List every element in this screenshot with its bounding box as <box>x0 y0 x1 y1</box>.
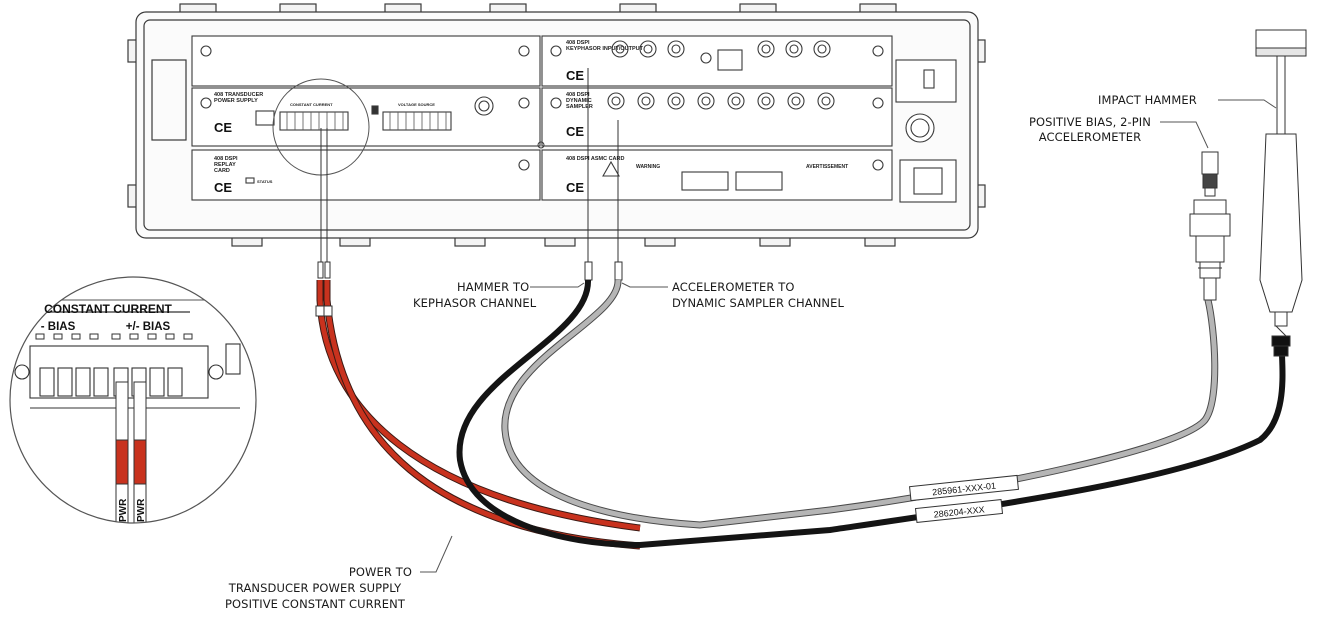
replay-title-line1: 408 DSPI <box>214 156 238 162</box>
label-power-line1: POWER TO <box>348 565 412 579</box>
gray-accel-cable <box>501 279 1219 529</box>
cable-leads <box>320 68 619 262</box>
asmc-title: 408 DSPI ASMC CARD <box>566 156 625 162</box>
black-hammer-cable <box>456 279 1286 549</box>
label-accel-line1: POSITIVE BIAS, 2-PIN <box>1028 115 1152 129</box>
replay-title-line2: REPLAY <box>214 162 236 168</box>
leader-lines <box>420 99 1277 573</box>
label-power-line2: TRANSDUCER POWER SUPPLY <box>228 581 402 595</box>
impact-hammer <box>1255 29 1307 357</box>
label-impact-hammer: IMPACT HAMMER <box>1098 93 1197 107</box>
label-power-line3: POSITIVE CONSTANT CURRENT <box>225 597 405 611</box>
cable-ferrules <box>317 261 623 281</box>
asmc-avertissement: AVERTISSEMENT <box>806 164 848 170</box>
asmc-warning: WARNING <box>636 164 660 170</box>
detail-title: CONSTANT CURRENT <box>44 302 172 316</box>
tps-title-line1: 408 TRANSDUCER <box>214 92 263 98</box>
cable-tag-black: 286204-XXX <box>914 498 1004 524</box>
detail-lens-outline <box>9 276 257 524</box>
label-hammer-line1: HAMMER TO <box>457 280 530 294</box>
dyn-title-line1: 408 DSPI <box>566 92 590 98</box>
replay-title-line3: CARD <box>214 168 230 174</box>
tps-title-line2: POWER SUPPLY <box>214 98 258 104</box>
label-accelto-line1: ACCELEROMETER TO <box>672 280 795 294</box>
card-transducer-power-supply <box>191 87 541 147</box>
dyn-title-line3: SAMPLER <box>566 104 593 110</box>
tps-terminal-screws <box>286 112 447 130</box>
label-hammer-line2: KEPHASOR CHANNEL <box>413 296 537 310</box>
card-dynamic-sampler <box>541 87 893 147</box>
chassis-top-tabs <box>179 3 897 15</box>
cable-tag-gray: 285961-XXX-01 <box>909 474 1019 502</box>
ce-marks: CE CE CE CE CE <box>214 68 584 195</box>
ce-mark-dyn: CE <box>566 124 584 139</box>
label-accel-line2: ACCELEROMETER <box>1038 130 1142 144</box>
detail-led-row <box>35 333 193 340</box>
detail-pwr-1: PWR <box>118 498 129 522</box>
center-screw <box>537 141 545 149</box>
ce-mark-tps: CE <box>214 120 232 135</box>
detail-pwr-leads <box>115 381 147 523</box>
detail-neg-bias: - BIAS <box>41 321 76 333</box>
accelerometer <box>1189 151 1231 301</box>
ce-mark-replay: CE <box>214 180 232 195</box>
tps-header-cc: CONSTANT CURRENT <box>290 102 333 107</box>
detail-pwr-2: PWR <box>136 498 147 522</box>
card-blank-top-left <box>191 35 541 87</box>
card-text: 408 TRANSDUCER POWER SUPPLY CONSTANT CUR… <box>214 40 848 184</box>
detail-pm-bias: +/- BIAS <box>126 321 171 333</box>
card-asmc <box>541 149 893 201</box>
card-replay <box>191 149 541 201</box>
ce-mark-asmc: CE <box>566 180 584 195</box>
keyphasor-title-line2: KEYPHASOR INPUT/OUTPUT <box>566 46 644 52</box>
ce-mark-keyphasor: CE <box>566 68 584 83</box>
replay-status: STATUS <box>257 179 273 184</box>
card-keyphasor <box>541 35 893 87</box>
dyn-title-line2: DYNAMIC <box>566 98 592 104</box>
label-accelto-line2: DYNAMIC SAMPLER CHANNEL <box>672 296 844 310</box>
constant-current-detail <box>10 277 256 523</box>
chassis-side-panel <box>895 59 957 203</box>
keyphasor-title-line1: 408 DSPI <box>566 40 590 46</box>
red-cable-sleeves <box>315 305 333 317</box>
tps-header-vs: VOLTAGE SOURCE <box>398 102 435 107</box>
